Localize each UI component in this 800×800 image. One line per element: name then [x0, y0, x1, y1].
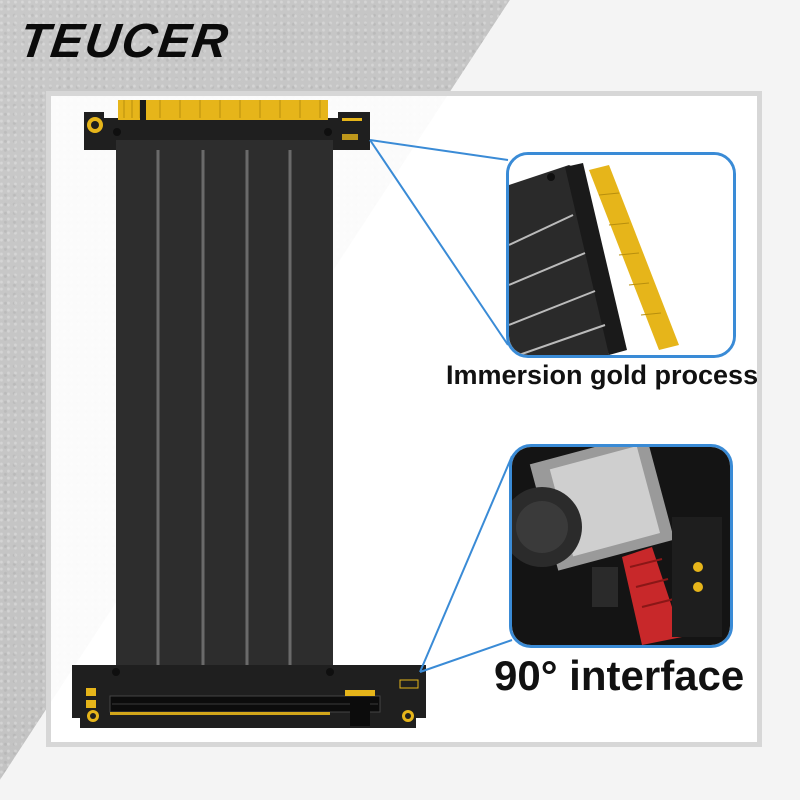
interface-closeup: [509, 444, 733, 648]
gold-process-caption: Immersion gold process: [446, 360, 759, 390]
gold-finger-connector: [118, 100, 328, 120]
interface-closeup-image: [512, 447, 730, 645]
ribbon-cable: [116, 140, 333, 668]
interface-caption: 90° interface: [494, 652, 745, 699]
gold-closeup-image: [509, 155, 733, 355]
red-ribbon-cable: [622, 547, 682, 645]
gold-process-closeup: [506, 152, 736, 358]
